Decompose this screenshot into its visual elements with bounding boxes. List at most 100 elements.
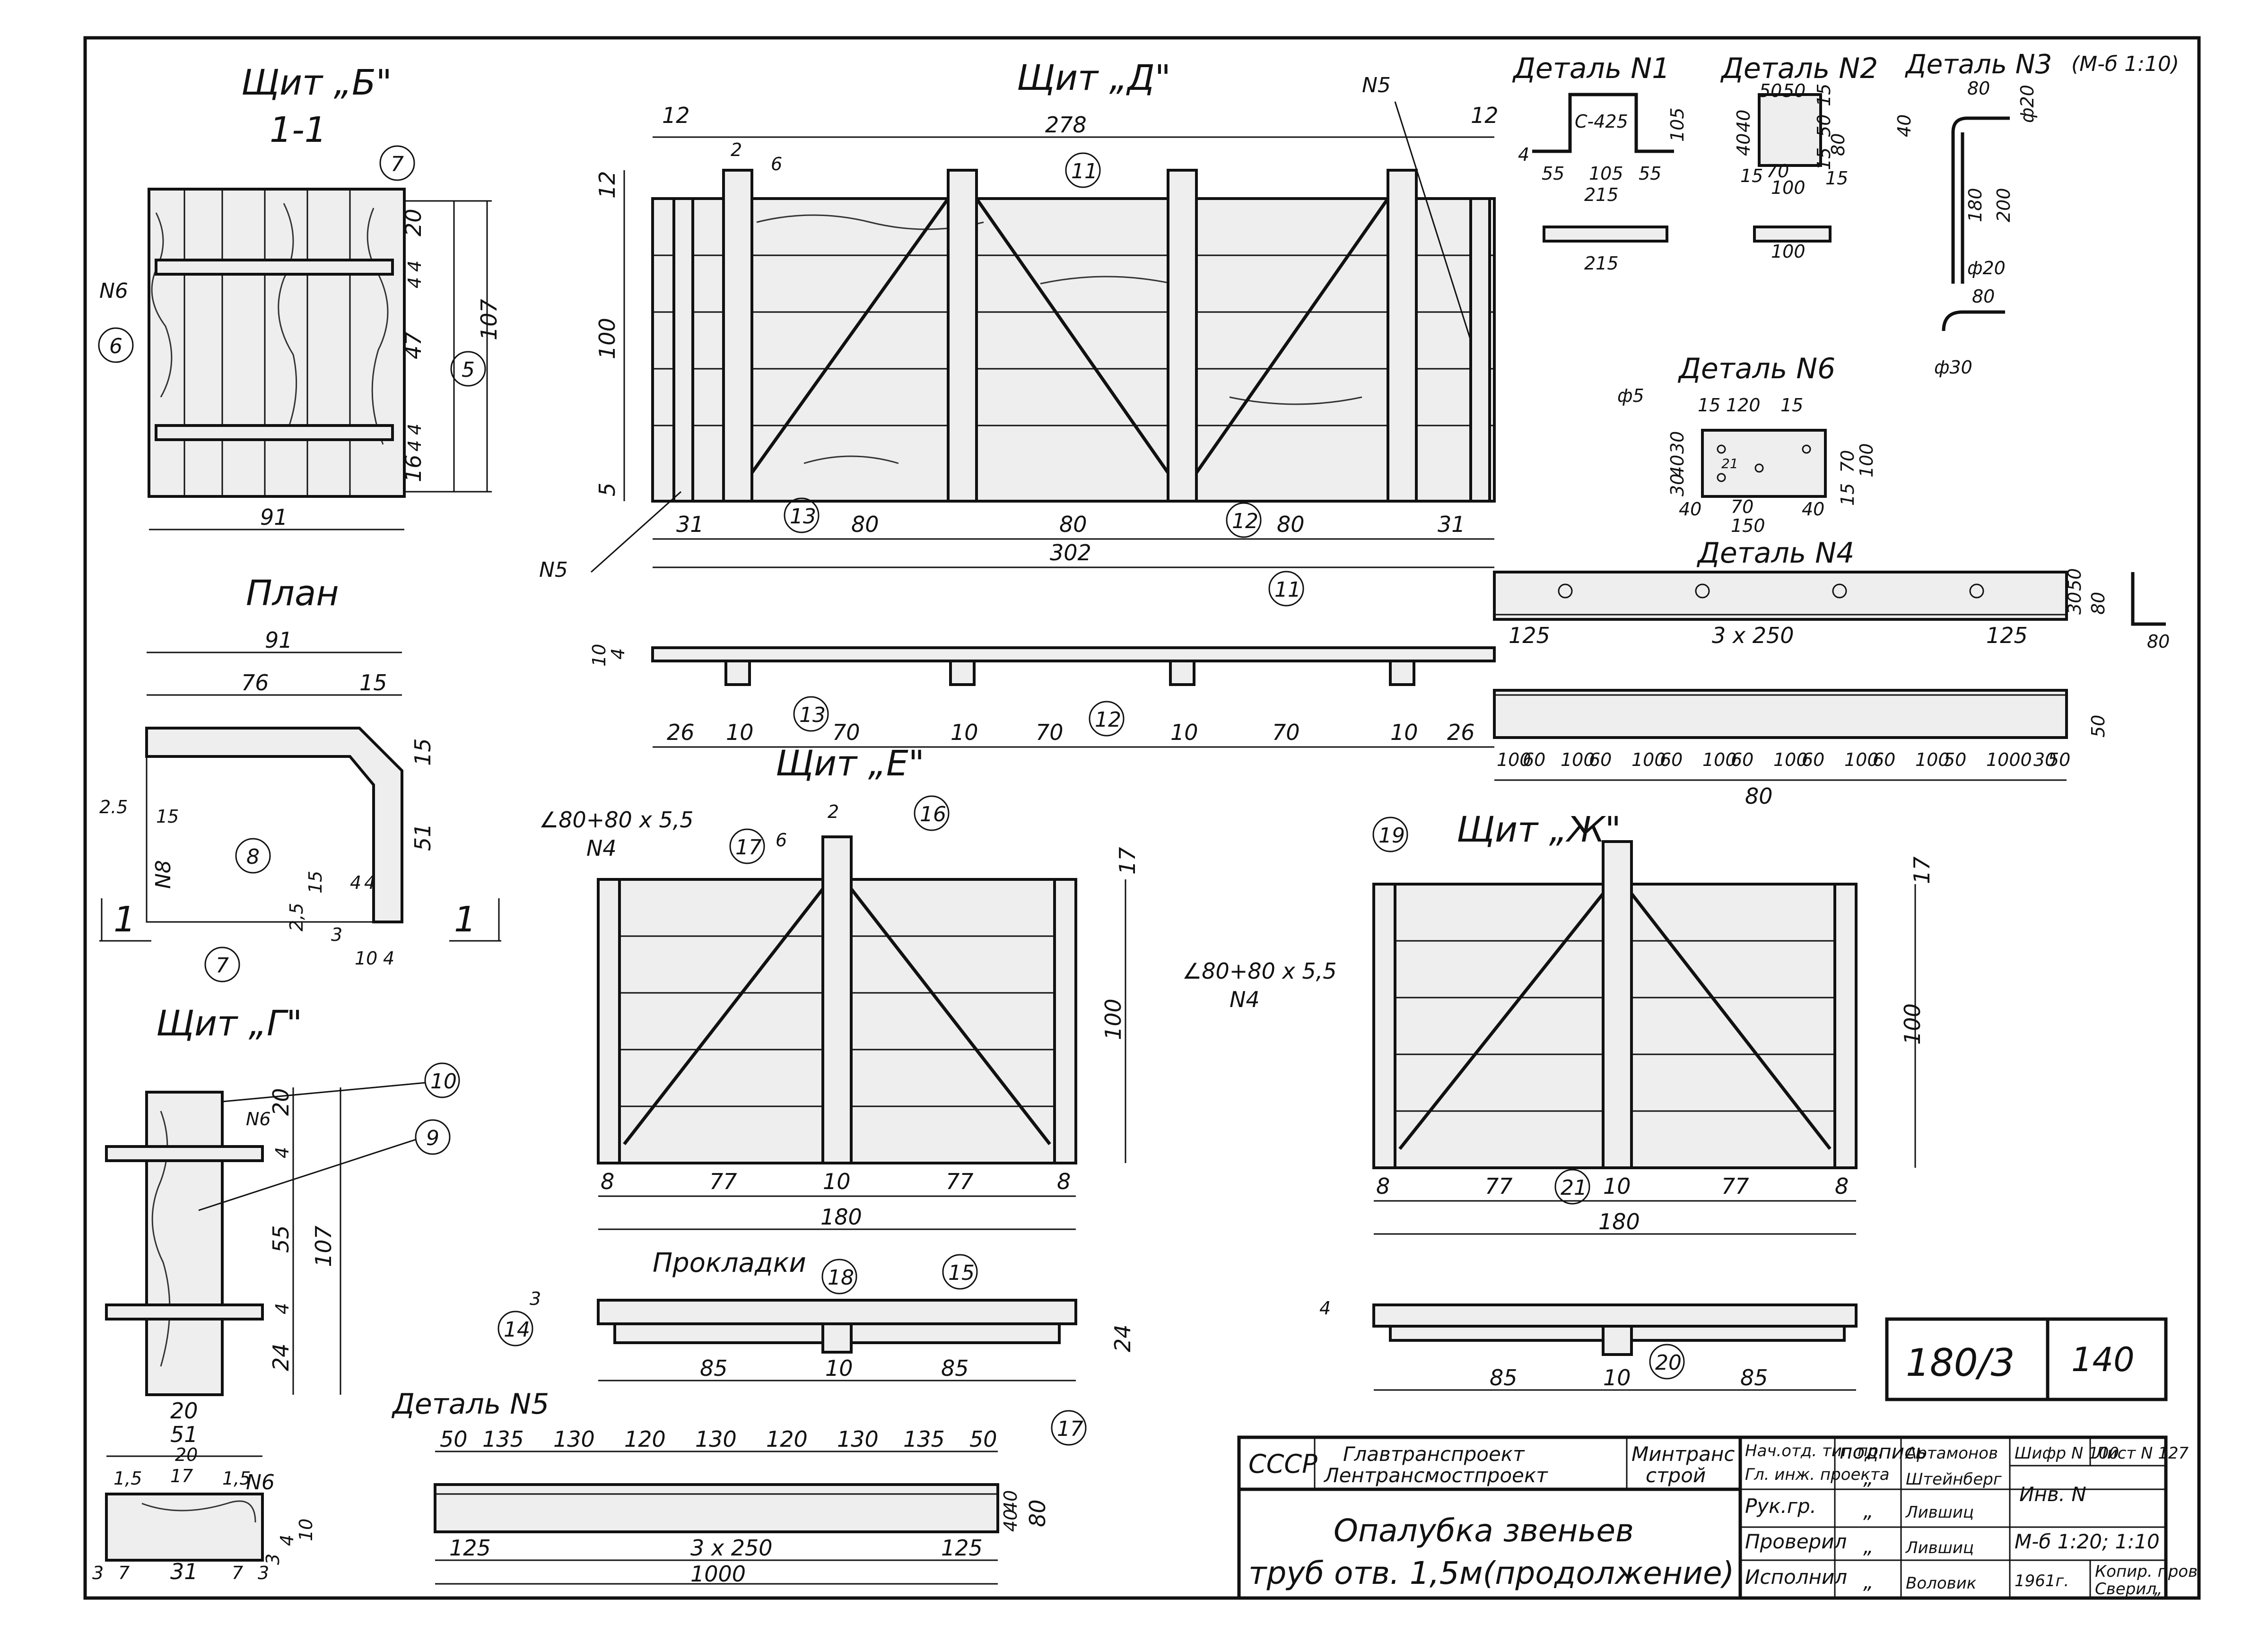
svg-text:Воловик: Воловик	[1906, 1574, 1977, 1593]
svg-text:180: 180	[1965, 188, 1986, 222]
detail1-profile	[1532, 93, 1674, 153]
svg-text:85: 85	[1740, 1365, 1768, 1390]
svg-text:70: 70	[1766, 161, 1789, 182]
svg-text:125: 125	[1509, 623, 1550, 648]
svg-text:N8: N8	[151, 860, 175, 889]
detail2-view: Деталь N2 50 50 40 40 15 50 80 15 70 15 …	[1720, 52, 1878, 262]
svg-text:1000: 1000	[690, 1561, 746, 1587]
svg-text:50: 50	[969, 1426, 997, 1452]
svg-text:40: 40	[1000, 1509, 1021, 1532]
svg-text:17: 17	[735, 835, 762, 860]
svg-text:30: 30	[2064, 592, 2085, 615]
svg-text:1,5: 1,5	[222, 1468, 251, 1489]
svg-text:100: 100	[1100, 999, 1126, 1040]
svg-text:6: 6	[771, 154, 782, 174]
svg-text:100: 100	[1561, 749, 1595, 770]
svg-text:100: 100	[1771, 177, 1806, 198]
shield-d-post-2	[947, 169, 978, 503]
svg-text:17: 17	[1115, 847, 1140, 875]
svg-text:15: 15	[305, 871, 326, 894]
shield-d-angle-left	[672, 197, 694, 503]
svg-text:100: 100	[1497, 749, 1531, 770]
svg-text:60: 60	[1523, 749, 1545, 770]
svg-text:70: 70	[1837, 450, 1858, 473]
svg-text:24: 24	[1110, 1324, 1135, 1352]
shield-e-angle-note: ∠80+80 x 5,5	[539, 807, 693, 833]
shield-g-view: Щит „Г" N6 20 4 55 107 4 24 20 51 10 9	[105, 1003, 460, 1447]
svg-text:16: 16	[920, 802, 946, 826]
svg-text:Лившиц: Лившиц	[1905, 1503, 1974, 1522]
svg-text:1961г.: 1961г.	[2015, 1572, 2069, 1590]
svg-text:215: 215	[1584, 253, 1619, 274]
svg-text:80: 80	[851, 512, 879, 537]
shield-g-small-section: 20 1,5 17 1,5 N6 3 7 31 7 3 3 4 10	[92, 1444, 316, 1584]
svg-text:77: 77	[709, 1169, 737, 1194]
shield-b-bolt-bottom	[155, 424, 394, 441]
shield-zh-angle-note: ∠80+80 x 5,5	[1182, 958, 1336, 984]
svg-text:100: 100	[1900, 1003, 1925, 1045]
svg-text:6: 6	[776, 830, 787, 851]
svg-text:70: 70	[1036, 720, 1064, 745]
svg-text:ф5: ф5	[1617, 385, 1644, 406]
shield-d-body	[651, 197, 1496, 503]
shield-b-title: Щит „Б"	[241, 62, 392, 103]
svg-text:77: 77	[1721, 1173, 1749, 1199]
svg-text:Минтранс: Минтранс	[1631, 1442, 1735, 1466]
shield-zh-plan-board	[1372, 1303, 1858, 1328]
svg-text:24: 24	[268, 1343, 294, 1371]
svg-text:Штейнберг: Штейнберг	[1906, 1470, 2002, 1489]
svg-text:100: 100	[1631, 749, 1666, 770]
svg-text:50: 50	[2088, 715, 2109, 738]
svg-text:50: 50	[1783, 80, 1806, 101]
shield-d-post-4	[1387, 169, 1418, 503]
svg-text:50: 50	[440, 1426, 468, 1452]
svg-text:5: 5	[594, 483, 620, 496]
svg-text:Копир. пров.: Копир. пров.	[2095, 1562, 2203, 1581]
svg-text:30: 30	[2033, 749, 2056, 770]
shield-d-view: Щит „Д" 12 2 6 278 12 12 100 5 31 80 80 …	[539, 58, 1499, 582]
detail4-title: Деталь N4	[1696, 537, 1854, 570]
svg-text:ф30: ф30	[1934, 357, 1972, 378]
svg-text:Исполнил: Исполнил	[1745, 1565, 1847, 1589]
svg-text:31: 31	[676, 512, 704, 537]
svg-text:30: 30	[1667, 474, 1688, 496]
svg-text:60: 60	[1731, 749, 1753, 770]
svg-text:85: 85	[941, 1355, 969, 1381]
svg-text:15: 15	[410, 738, 436, 766]
svg-text:40: 40	[1000, 1490, 1021, 1513]
tb-drawing-title-1: Опалубка звеньев	[1334, 1512, 1634, 1549]
svg-text:135: 135	[482, 1426, 524, 1452]
shield-zh-view: Щит „Ж" ∠80+80 x 5,5 N4 17 100 8 77 10 7…	[1182, 809, 1935, 1235]
svg-text:14: 14	[504, 1318, 530, 1342]
detail6-plate	[1701, 429, 1827, 498]
svg-text:2,5: 2,5	[286, 903, 307, 931]
svg-text:40: 40	[1894, 114, 1915, 137]
svg-text:3: 3	[530, 1288, 541, 1309]
svg-text:30: 30	[1667, 431, 1688, 454]
stamp-code: 180/3	[1906, 1341, 2015, 1385]
svg-text:55: 55	[268, 1225, 294, 1253]
svg-text:20: 20	[401, 209, 426, 236]
svg-text:15: 15	[359, 670, 387, 695]
svg-text:N5: N5	[539, 558, 568, 582]
svg-text:125: 125	[449, 1535, 491, 1561]
svg-text:21: 21	[1561, 1176, 1587, 1200]
svg-text:85: 85	[1490, 1365, 1518, 1390]
svg-text:(М-б 1:10): (М-б 1:10)	[2071, 52, 2179, 76]
svg-text:120: 120	[766, 1426, 808, 1452]
shield-d-brace	[975, 197, 1169, 474]
svg-text:Лившиц: Лившиц	[1905, 1538, 1974, 1557]
shield-g-crossbar-bottom	[105, 1303, 264, 1321]
svg-text:4: 4	[272, 1147, 293, 1158]
svg-text:40: 40	[1802, 499, 1824, 520]
svg-text:4: 4	[608, 648, 628, 660]
svg-text:40: 40	[1733, 133, 1754, 156]
svg-text:12: 12	[594, 171, 620, 199]
svg-text:4: 4	[364, 872, 375, 893]
svg-text:10: 10	[1170, 720, 1198, 745]
svg-text:55: 55	[1542, 163, 1564, 184]
svg-text:8: 8	[246, 845, 260, 869]
svg-text:3: 3	[258, 1563, 269, 1583]
svg-text:10: 10	[823, 1169, 851, 1194]
svg-text:60: 60	[1873, 749, 1895, 770]
